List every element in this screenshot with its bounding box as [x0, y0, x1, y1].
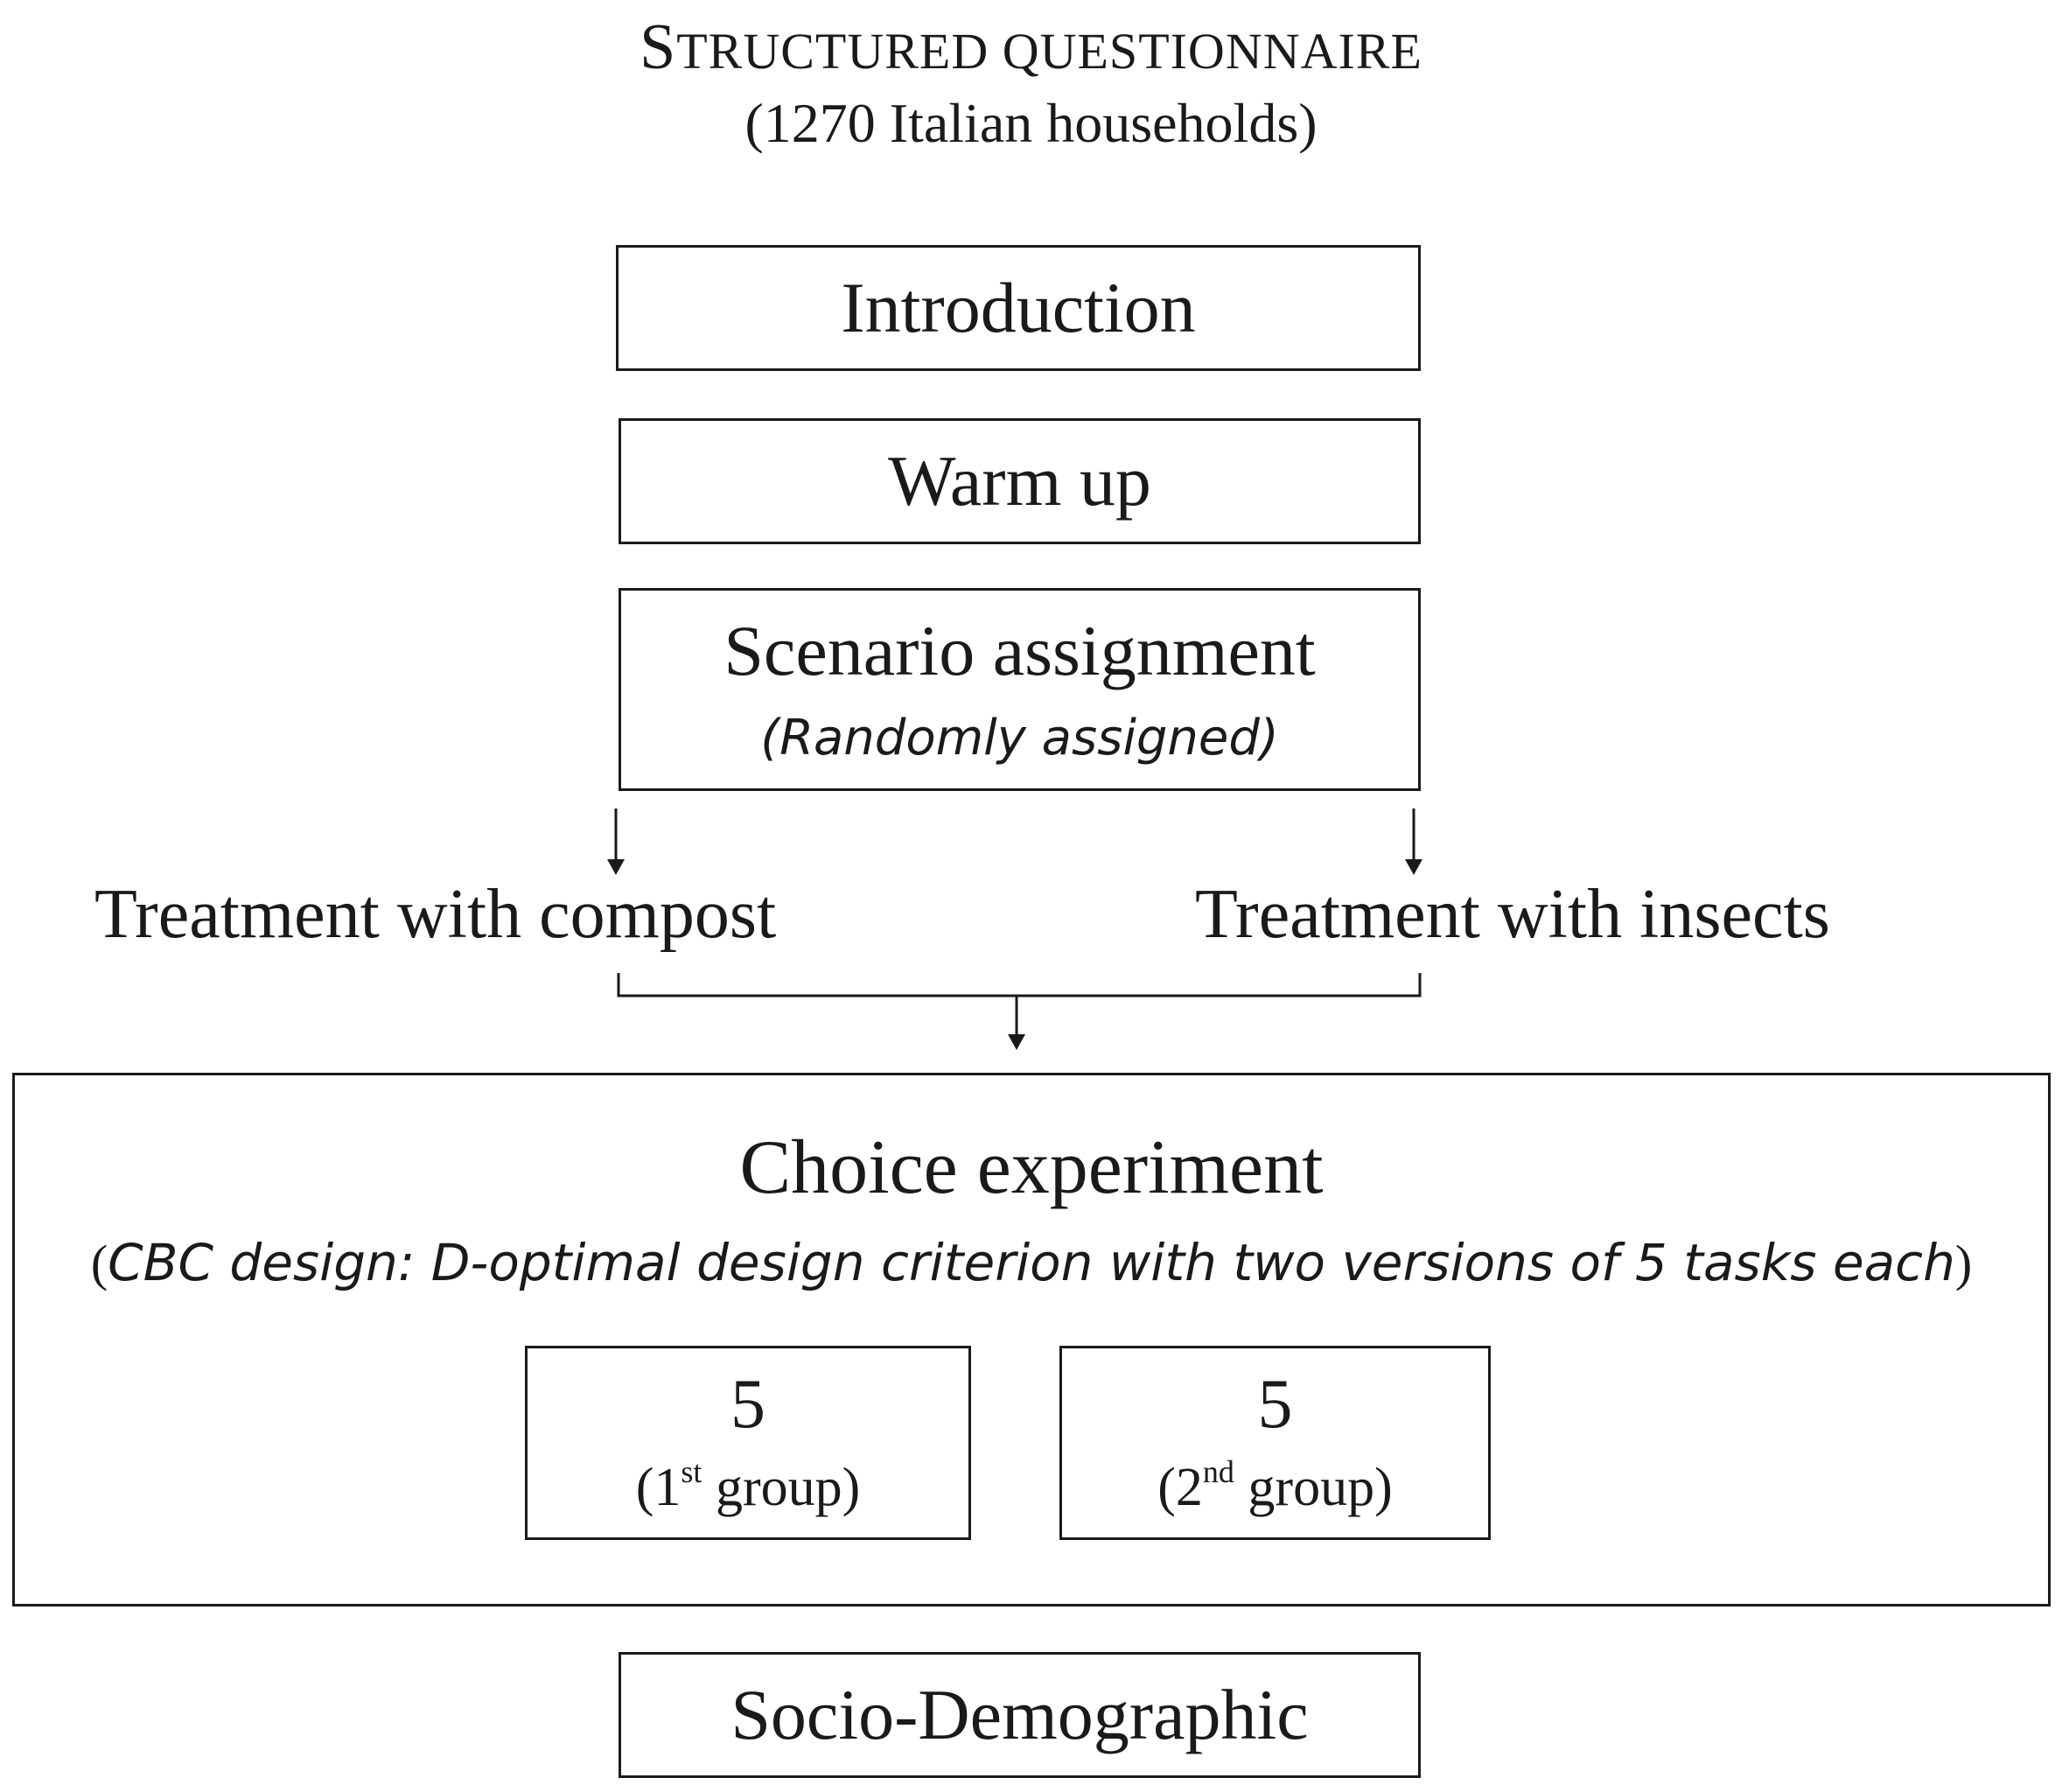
choice-experiment-box: Choice experiment (CBC design: D-optimal…	[12, 1073, 2051, 1606]
scenario-assignment-box: Scenario assignment (Randomly assigned)	[619, 588, 1421, 791]
arrow-head-choice-experiment	[1008, 1034, 1025, 1050]
group-label: (1st group)	[635, 1454, 861, 1517]
scenario-assignment-note: (Randomly assigned)	[760, 710, 1279, 766]
choice-experiment-note: (CBC design: D-optimal design criterion …	[90, 1233, 1973, 1292]
introduction-box: Introduction	[616, 245, 1421, 371]
socio-demographic-label: Socio-Demographic	[730, 1675, 1309, 1754]
title-rest: TRUCTURED QUESTIONNAIRE	[676, 23, 1422, 80]
merge-bracket	[617, 973, 1422, 998]
group-count: 5	[1257, 1366, 1293, 1443]
warm-up-label: Warm up	[888, 441, 1151, 521]
treatment-insects-label: Treatment with insects	[1195, 876, 1830, 953]
group-box-first: 5 (1st group)	[525, 1346, 971, 1540]
choice-experiment-title: Choice experiment	[739, 1125, 1324, 1210]
group-box-second: 5 (2nd group)	[1059, 1346, 1491, 1540]
scenario-assignment-label: Scenario assignment	[723, 611, 1316, 690]
diagram-title: STRUCTURED QUESTIONNAIRE	[0, 10, 2062, 85]
group-count: 5	[730, 1366, 765, 1443]
diagram-subtitle: (1270 Italian households)	[744, 92, 1318, 154]
group-label: (2nd group)	[1157, 1454, 1393, 1517]
treatment-compost-label: Treatment with compost	[94, 876, 777, 953]
title-initial: S	[640, 11, 677, 83]
warm-up-box: Warm up	[619, 418, 1421, 544]
socio-demographic-box: Socio-Demographic	[619, 1652, 1421, 1778]
arrow-head-compost	[607, 859, 625, 875]
introduction-label: Introduction	[841, 268, 1196, 347]
arrow-head-insects	[1405, 859, 1422, 875]
